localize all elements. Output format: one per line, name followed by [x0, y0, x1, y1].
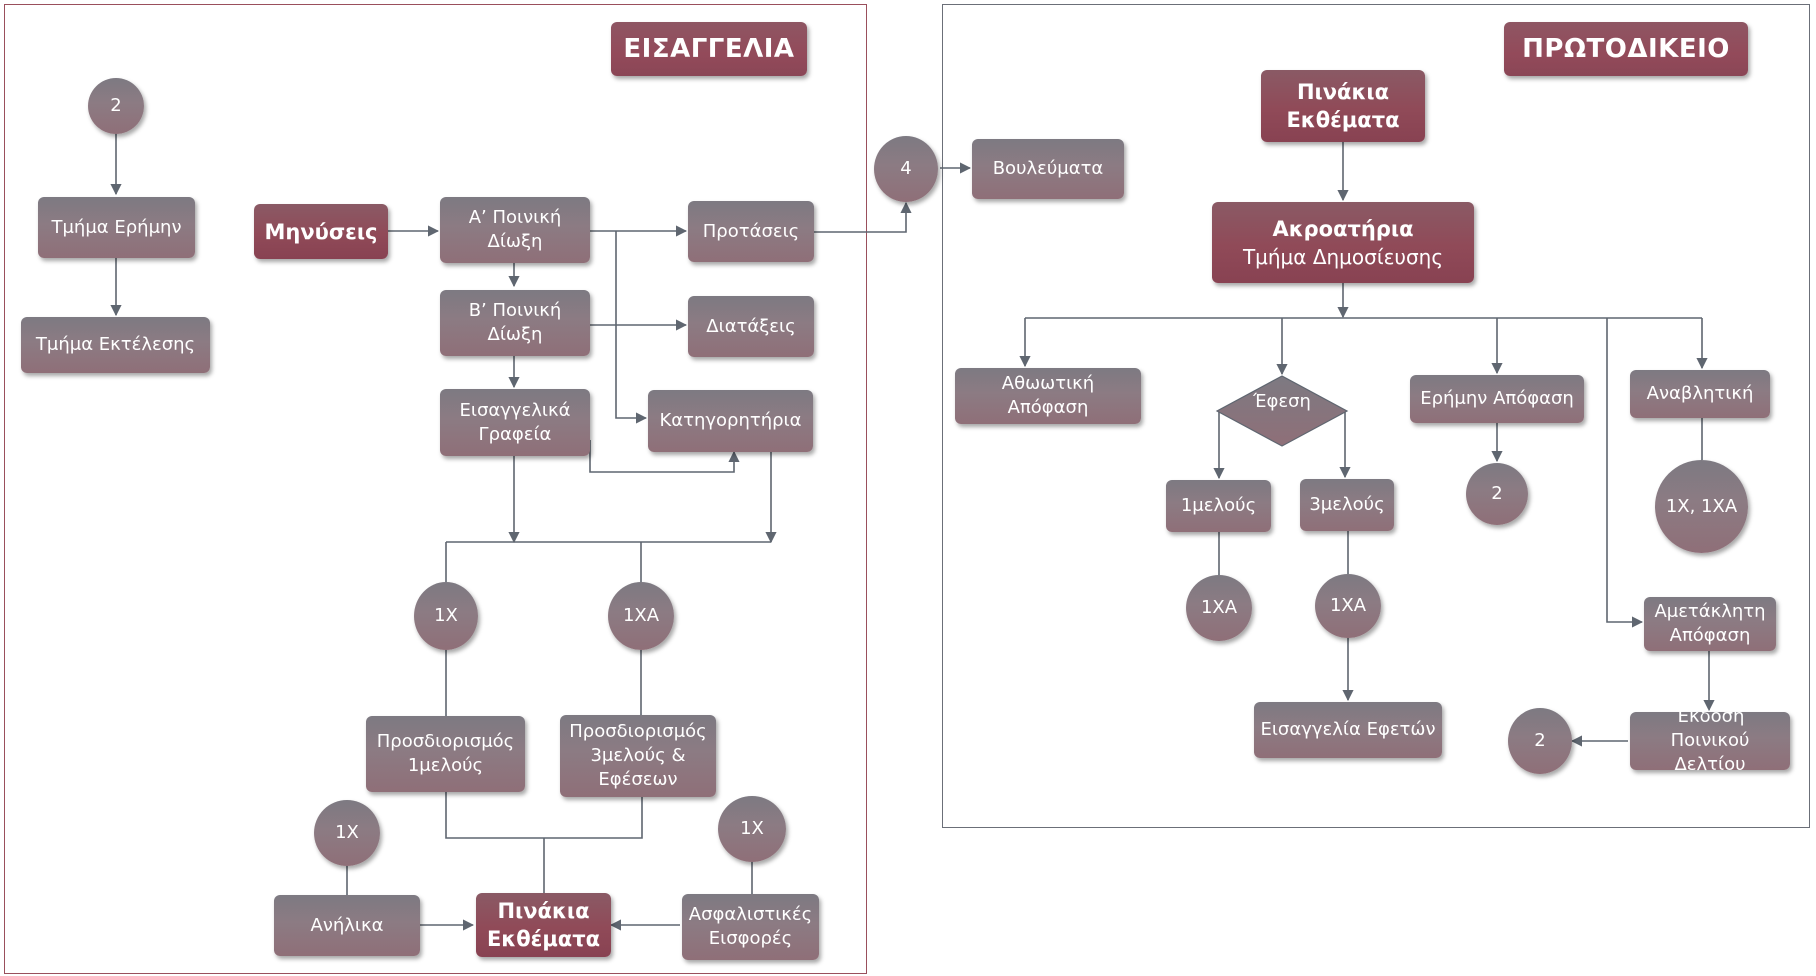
akroatiria-title: Ακροατήρια: [1272, 216, 1414, 241]
katigoritiria-box: Κατηγορητήρια: [648, 390, 813, 452]
imelous-box: 1μελούς: [1166, 480, 1271, 532]
protodikeio-title: ΠΡΩΤΟΔΙΚΕΙΟ: [1504, 22, 1748, 76]
eisaggelia-efeton-box: Εισαγγελία Εφετών: [1254, 702, 1442, 758]
trimelous-box: 3μελούς: [1300, 479, 1394, 531]
prosdiorismos-3melous-box: Προσδιορισμός 3μελούς & Εφέσεων: [560, 715, 716, 797]
a-poiniki-dioxi-box: Α’ Ποινική Δίωξη: [440, 197, 590, 263]
efesi-diamond-shape: [1215, 375, 1349, 447]
edge-bus-ametakliti: [1606, 318, 1644, 628]
circle-1x-1xa: 1Χ, 1ΧΑ: [1655, 460, 1748, 553]
edge-merge: [445, 792, 643, 839]
efesi-label: Έφεση: [1253, 390, 1311, 412]
circle-1x-right: 1Χ: [718, 796, 786, 862]
circle-1xa: 1ΧΑ: [608, 582, 674, 650]
asfalistikes-eisfores-box: Ασφαλιστικές Εισφορές: [682, 894, 819, 960]
efesi-decision: Έφεση: [1215, 375, 1349, 447]
circle-2-top: 2: [88, 78, 144, 134]
circle-1xa-b: 1ΧΑ: [1315, 574, 1381, 638]
tmima-ektelesis-box: Τμήμα Εκτέλεσης: [21, 317, 210, 373]
ekdosi-poinikou-deltiou-box: Έκδοση Ποινικού Δελτίου: [1630, 706, 1790, 775]
prosdiorismos-1melous-box: Προσδιορισμός 1μελούς: [366, 716, 525, 792]
circle-1x: 1Χ: [414, 582, 478, 650]
eisaggelika-grafeia-box: Εισαγγελικά Γραφεία: [440, 389, 590, 456]
akroatiria-subtitle: Τμήμα Δημοσίευσης: [1242, 244, 1444, 269]
circle-4: 4: [874, 136, 938, 202]
circle-1x-left: 1Χ: [314, 800, 380, 866]
protaseis-box: Προτάσεις: [688, 201, 814, 262]
anavlitiki-box: Αναβλητική: [1630, 370, 1770, 418]
pinakia-ekthemata-left-box: Πινάκια Εκθέματα: [476, 893, 611, 957]
minyseis-box: Μηνύσεις: [254, 204, 388, 259]
b-poiniki-dioxi-box: Β’ Ποινική Δίωξη: [440, 290, 590, 356]
athootiki-apofasi-box: Αθωωτική Απόφαση: [955, 368, 1141, 424]
circle-1xa-a: 1ΧΑ: [1186, 575, 1252, 641]
ametakliti-apofasi-box: Αμετάκλητη Απόφαση: [1644, 597, 1776, 651]
akroatiria-box: Ακροατήρια Τμήμα Δημοσίευσης: [1212, 202, 1474, 283]
tmima-erimin-box: Τμήμα Ερήμην: [38, 197, 195, 258]
circle-2-mid: 2: [1466, 463, 1528, 525]
protodikeio-panel: [942, 4, 1810, 828]
edge-protaseis-c4: [814, 201, 912, 233]
diataxeis-box: Διατάξεις: [688, 296, 814, 357]
erimin-apofasi-box: Ερήμην Απόφαση: [1410, 375, 1584, 423]
vouleumata-box: Βουλεύματα: [972, 139, 1124, 199]
pinakia-ekthemata-right-box: Πινάκια Εκθέματα: [1261, 70, 1425, 142]
anilika-box: Ανήλικα: [274, 895, 420, 956]
edge-bus-down: [615, 231, 648, 424]
eisaggelia-title: ΕΙΣΑΓΓΕΛΙΑ: [611, 22, 807, 76]
edge-eis-kat: [589, 440, 740, 473]
circle-2-bottom: 2: [1508, 708, 1572, 774]
eisaggelia-panel: [4, 4, 867, 974]
